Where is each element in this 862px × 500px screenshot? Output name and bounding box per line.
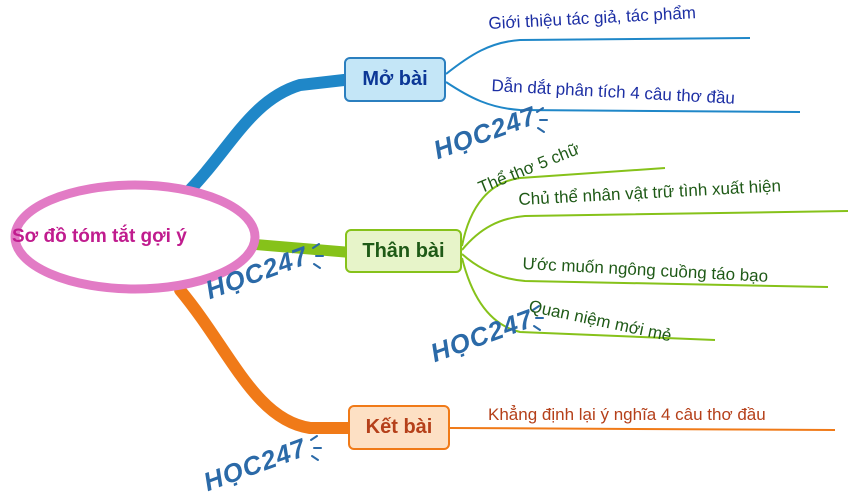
center-ring [10, 180, 260, 294]
link-center-ket [174, 284, 354, 434]
center-title: Sơ đồ tóm tắt gợi ý [12, 226, 187, 247]
link-ket-1 [449, 427, 836, 431]
node-than-bai[interactable]: Thân bài [345, 229, 462, 273]
node-mo-bai[interactable]: Mở bài [344, 57, 446, 102]
watermark-sparkles [310, 107, 548, 461]
link-than-1 [461, 167, 666, 247]
branch-ket-1: Khẳng định lại ý nghĩa 4 câu thơ đầu [488, 405, 766, 424]
link-than-3 [461, 253, 829, 288]
link-than-2 [461, 210, 849, 251]
link-center-mo [179, 74, 350, 201]
link-mo-2 [445, 81, 801, 113]
node-ket-bai[interactable]: Kết bài [348, 405, 450, 450]
link-mo-1 [445, 37, 751, 75]
link-than-4 [461, 257, 716, 341]
